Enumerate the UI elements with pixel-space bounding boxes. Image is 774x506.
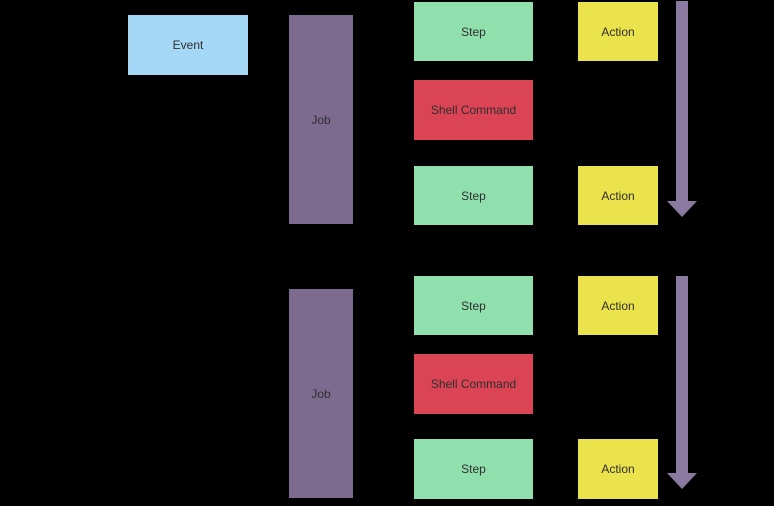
arrow-shaft <box>676 276 688 473</box>
step-node-4: Step <box>414 439 533 499</box>
shell-command-label: Shell Command <box>430 103 517 117</box>
step-label: Step <box>461 462 486 476</box>
shell-command-node-2: Shell Command <box>414 354 533 414</box>
job-node-2: Job <box>289 289 353 498</box>
step-label: Step <box>461 24 486 39</box>
shell-command-label: Shell Command <box>430 377 517 391</box>
step-node-3: Step <box>414 276 533 335</box>
action-label: Action <box>601 462 635 476</box>
step-label: Step <box>461 188 486 203</box>
action-label: Action <box>601 188 635 203</box>
action-node-4: Action <box>578 439 658 499</box>
arrow-down-icon <box>667 201 697 217</box>
event-node: Event <box>128 15 248 75</box>
event-label: Event <box>172 38 204 52</box>
step-label: Step <box>461 298 486 313</box>
action-node-1: Action <box>578 2 658 61</box>
action-node-2: Action <box>578 166 658 225</box>
shell-command-node-1: Shell Command <box>414 80 533 140</box>
job-label: Job <box>311 112 331 127</box>
step-node-2: Step <box>414 166 533 225</box>
action-label: Action <box>601 298 635 313</box>
job-node-1: Job <box>289 15 353 224</box>
job-label: Job <box>311 386 331 401</box>
action-label: Action <box>601 24 635 39</box>
action-node-3: Action <box>578 276 658 335</box>
arrow-shaft <box>676 1 688 201</box>
arrow-down-icon <box>667 473 697 489</box>
step-node-1: Step <box>414 2 533 61</box>
